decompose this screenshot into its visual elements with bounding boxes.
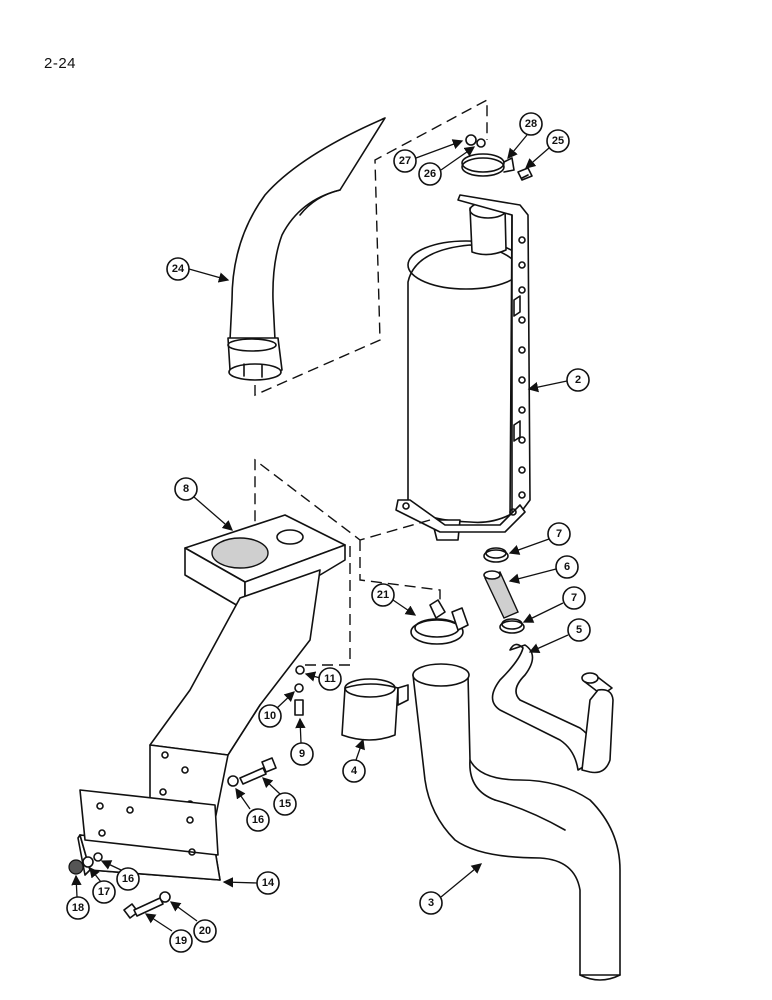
callout-7-upper: 7 (508, 522, 571, 555)
callout-label: 16 (252, 814, 264, 826)
callout-label: 21 (377, 589, 389, 601)
callout-label: 5 (576, 624, 582, 636)
callout-14: 14 (222, 871, 280, 895)
callout-label: 27 (399, 155, 411, 167)
callout-27: 27 (393, 139, 464, 173)
callout-10: 10 (258, 691, 295, 728)
pipe-clamp (410, 599, 469, 645)
callout-label: 28 (525, 118, 537, 130)
callout-label: 15 (279, 798, 291, 810)
callout-4: 4 (342, 738, 366, 783)
callout-18: 18 (66, 874, 90, 920)
assembly-guide-dashed-upper (254, 98, 488, 397)
callout-label: 16 (122, 873, 134, 885)
callout-label: 2 (575, 374, 581, 386)
callout-15: 15 (262, 777, 297, 816)
callout-label: 14 (262, 877, 275, 889)
callout-8: 8 (174, 477, 233, 531)
callout-label: 26 (424, 168, 436, 180)
callout-19: 19 (144, 913, 193, 953)
callout-label: 18 (72, 902, 84, 914)
callout-28: 28 (507, 112, 543, 160)
callout-24: 24 (166, 257, 230, 283)
callout-5: 5 (528, 618, 591, 654)
exhaust-elbow-pipe (412, 663, 621, 981)
callout-label: 20 (199, 925, 211, 937)
callout-label: 7 (571, 592, 577, 604)
callout-16-left: 16 (100, 860, 140, 891)
plate-bolt (123, 891, 171, 919)
muffler (407, 201, 526, 541)
callout-20: 20 (169, 901, 217, 943)
stack-clamp (461, 153, 515, 177)
hose-clamp-lower (499, 618, 525, 634)
callout-16-right: 16 (235, 787, 270, 832)
callout-label: 10 (264, 710, 276, 722)
callout-9: 9 (290, 717, 314, 766)
shield-holes (518, 236, 526, 499)
callout-25: 25 (525, 129, 570, 169)
callout-7-lower: 7 (522, 586, 586, 623)
muffler-mounting-bracket (184, 514, 346, 611)
callout-11: 11 (304, 667, 342, 691)
callout-label: 24 (172, 263, 185, 275)
callout-label: 4 (351, 765, 358, 777)
hose (483, 570, 519, 619)
callout-label: 9 (299, 748, 305, 760)
mounting-plate (77, 789, 221, 881)
callout-6: 6 (508, 555, 579, 584)
callout-label: 6 (564, 561, 570, 573)
callout-label: 17 (98, 886, 110, 898)
callout-26: 26 (418, 146, 476, 186)
plate-hardware-left (68, 852, 103, 875)
assembly-guide-dashed-lower (254, 458, 441, 666)
callout-label: 25 (552, 135, 564, 147)
callout-3: 3 (419, 863, 483, 915)
callout-21: 21 (371, 583, 417, 616)
hose-clamp-upper (483, 547, 509, 563)
callout-label: 19 (175, 935, 187, 947)
callout-2: 2 (527, 368, 590, 393)
exhaust-clamp-sleeve (341, 678, 409, 741)
callout-label: 7 (556, 528, 562, 540)
callout-label: 11 (324, 673, 336, 685)
bracket-bolt (227, 757, 277, 787)
page-number: 2-24 (44, 55, 77, 72)
drain-tube (491, 643, 614, 774)
muffler-heat-shield (395, 194, 531, 533)
clamp-bolt (517, 167, 533, 181)
callout-17: 17 (89, 866, 116, 904)
clamp-hardware (294, 665, 305, 716)
nut-and-washer (465, 134, 486, 148)
exhaust-stack-elbow (227, 117, 386, 381)
callout-label: 8 (183, 483, 189, 495)
callout-label: 3 (428, 897, 434, 909)
